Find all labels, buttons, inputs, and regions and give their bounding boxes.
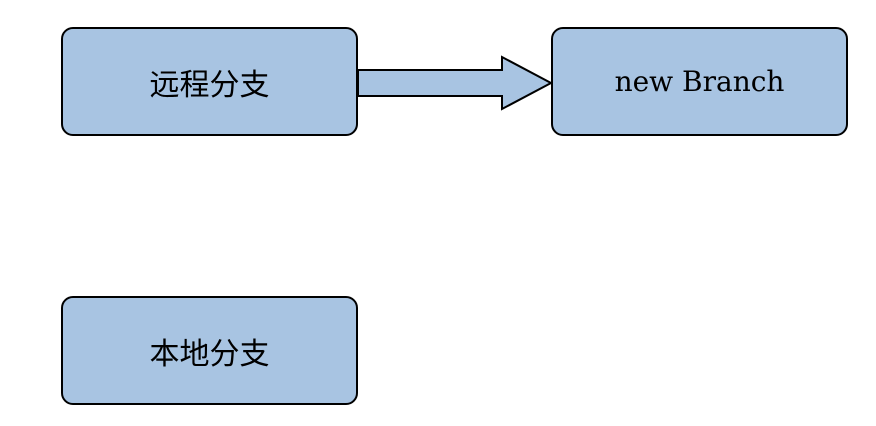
remote-branch-node: 远程分支 — [61, 27, 358, 136]
local-branch-node: 本地分支 — [61, 296, 358, 405]
new-branch-node: new Branch — [551, 27, 848, 136]
block-arrow-shape — [357, 55, 554, 111]
new-branch-label: new Branch — [614, 65, 785, 98]
local-branch-label: 本地分支 — [149, 336, 270, 372]
remote-branch-label: 远程分支 — [149, 67, 270, 103]
